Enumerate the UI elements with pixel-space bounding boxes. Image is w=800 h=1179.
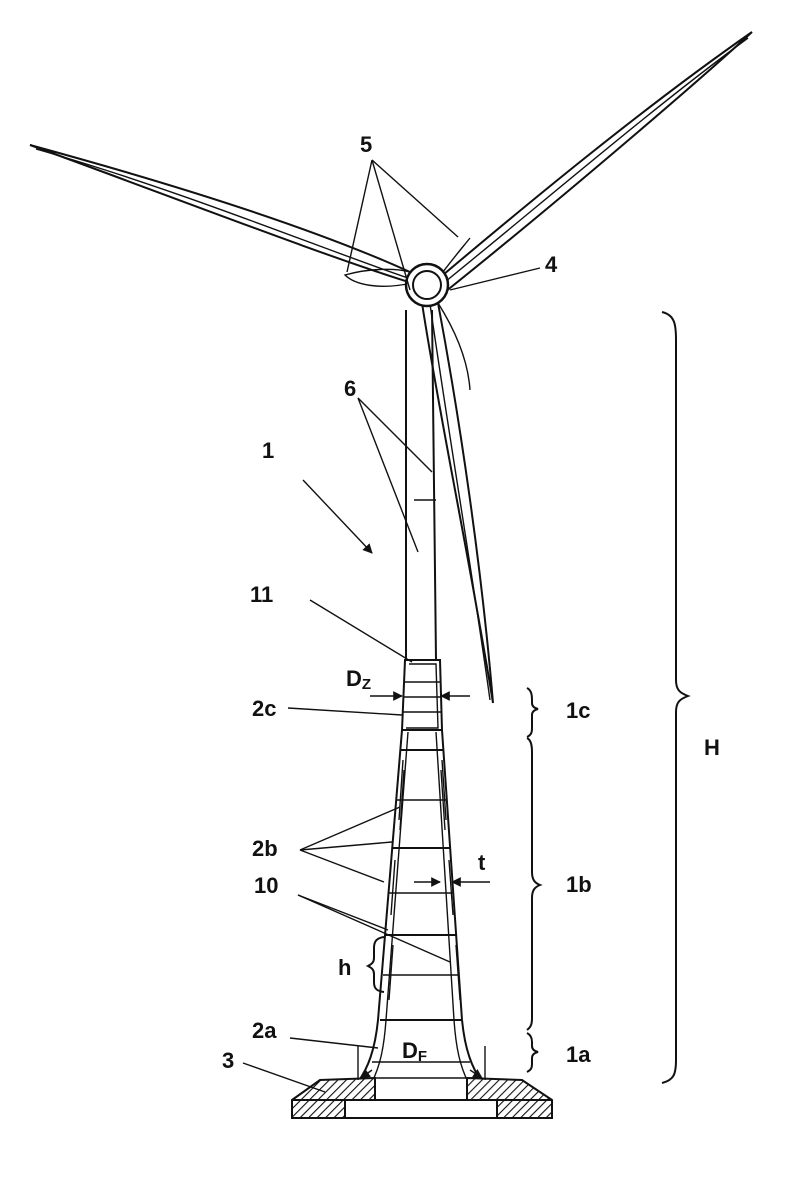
label-segment-top: 2c — [252, 696, 276, 721]
tower-upper — [405, 309, 437, 661]
label-stiffeners: 10 — [254, 873, 278, 898]
nacelle-hub — [404, 262, 450, 308]
height-brace — [661, 311, 691, 1084]
label-section-bottom: 1a — [566, 1042, 591, 1067]
labels: 5 4 6 1 11 DZ 2c 1c H 2b t 1b 10 h 2a DF… — [222, 132, 720, 1073]
leader-lines — [242, 159, 541, 1093]
rotor-blades — [29, 31, 753, 704]
label-segment-mid: 2b — [252, 836, 278, 861]
segment-height-brace — [365, 936, 385, 993]
label-nacelle: 4 — [545, 252, 558, 277]
tower-mid-outer-right — [441, 729, 483, 1083]
label-wall-thickness: t — [478, 850, 486, 875]
foundation-center — [344, 1099, 498, 1119]
blade-lower — [421, 302, 494, 704]
label-segment-height: h — [338, 955, 351, 980]
label-tower: 1 — [262, 438, 274, 463]
tower-segments — [357, 659, 483, 1083]
label-transition: 11 — [250, 582, 273, 607]
blade-left — [29, 144, 413, 284]
foundation — [291, 1076, 553, 1119]
blade-lower-outer — [437, 302, 471, 391]
blade-left-inner — [35, 148, 409, 279]
label-upper-tower: 6 — [344, 376, 356, 401]
label-dim-top: DZ — [346, 666, 371, 693]
label-dim-foot: DF — [402, 1038, 427, 1065]
label-foundation: 3 — [222, 1048, 234, 1073]
brace-1b — [526, 737, 543, 1031]
label-segment-bottom: 2a — [252, 1018, 277, 1043]
label-height: H — [704, 735, 720, 760]
label-section-mid: 1b — [566, 872, 592, 897]
blade-lower-inner — [429, 303, 491, 701]
blade-right — [436, 31, 753, 293]
label-blades: 5 — [360, 132, 372, 157]
hub-inner — [412, 270, 442, 300]
brace-1a — [526, 1032, 539, 1073]
brace-1c — [526, 687, 539, 738]
blade-left-root — [343, 268, 413, 287]
blade-right-inner — [439, 37, 749, 287]
label-section-top: 1c — [566, 698, 590, 723]
